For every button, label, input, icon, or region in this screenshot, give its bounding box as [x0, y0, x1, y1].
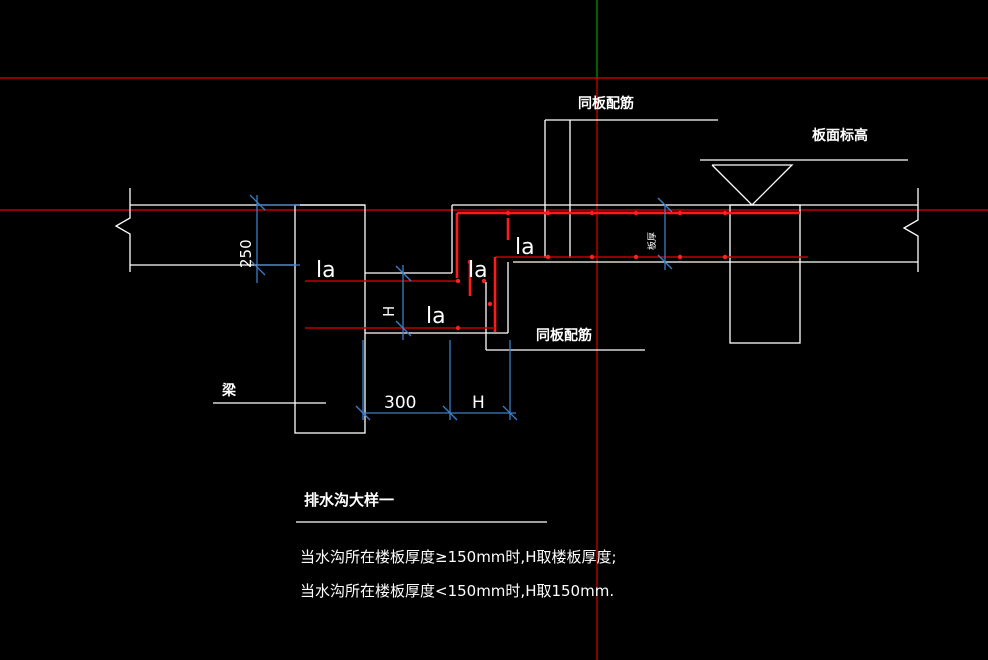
label-rebar-top: 同板配筋	[578, 95, 634, 112]
elevation-triangle-marker	[711, 164, 794, 206]
label-slab-thickness: 板厚	[646, 232, 658, 250]
note-line-2: 当水沟所在楼板厚度<150mm时,H取150mm.	[300, 582, 614, 600]
leader-lines	[485, 119, 908, 351]
break-line-right	[902, 188, 919, 272]
label-slab-elevation: 板面标高	[812, 127, 868, 144]
drawing-title: 排水沟大样一	[304, 491, 394, 509]
la-label-4: la	[515, 235, 535, 260]
label-rebar-bottom: 同板配筋	[536, 327, 592, 344]
slab-outline	[130, 204, 918, 334]
dim-h-horizontal-label: H	[472, 393, 485, 413]
dim-300-label: 300	[384, 393, 416, 413]
la-label-2: la	[468, 258, 488, 283]
beam-outline	[294, 204, 366, 434]
la-label-3: la	[426, 304, 446, 329]
dimension-lines	[249, 194, 673, 421]
la-label-1: la	[316, 258, 336, 283]
dim-h-vertical-label: H	[380, 306, 398, 317]
label-beam: 梁	[221, 382, 237, 399]
dim-250-label: 250	[237, 239, 255, 268]
column-outline	[729, 204, 801, 344]
break-line-left	[114, 188, 131, 272]
note-line-1: 当水沟所在楼板厚度≥150mm时,H取楼板厚度;	[300, 548, 617, 566]
rebar-dots	[455, 210, 728, 331]
